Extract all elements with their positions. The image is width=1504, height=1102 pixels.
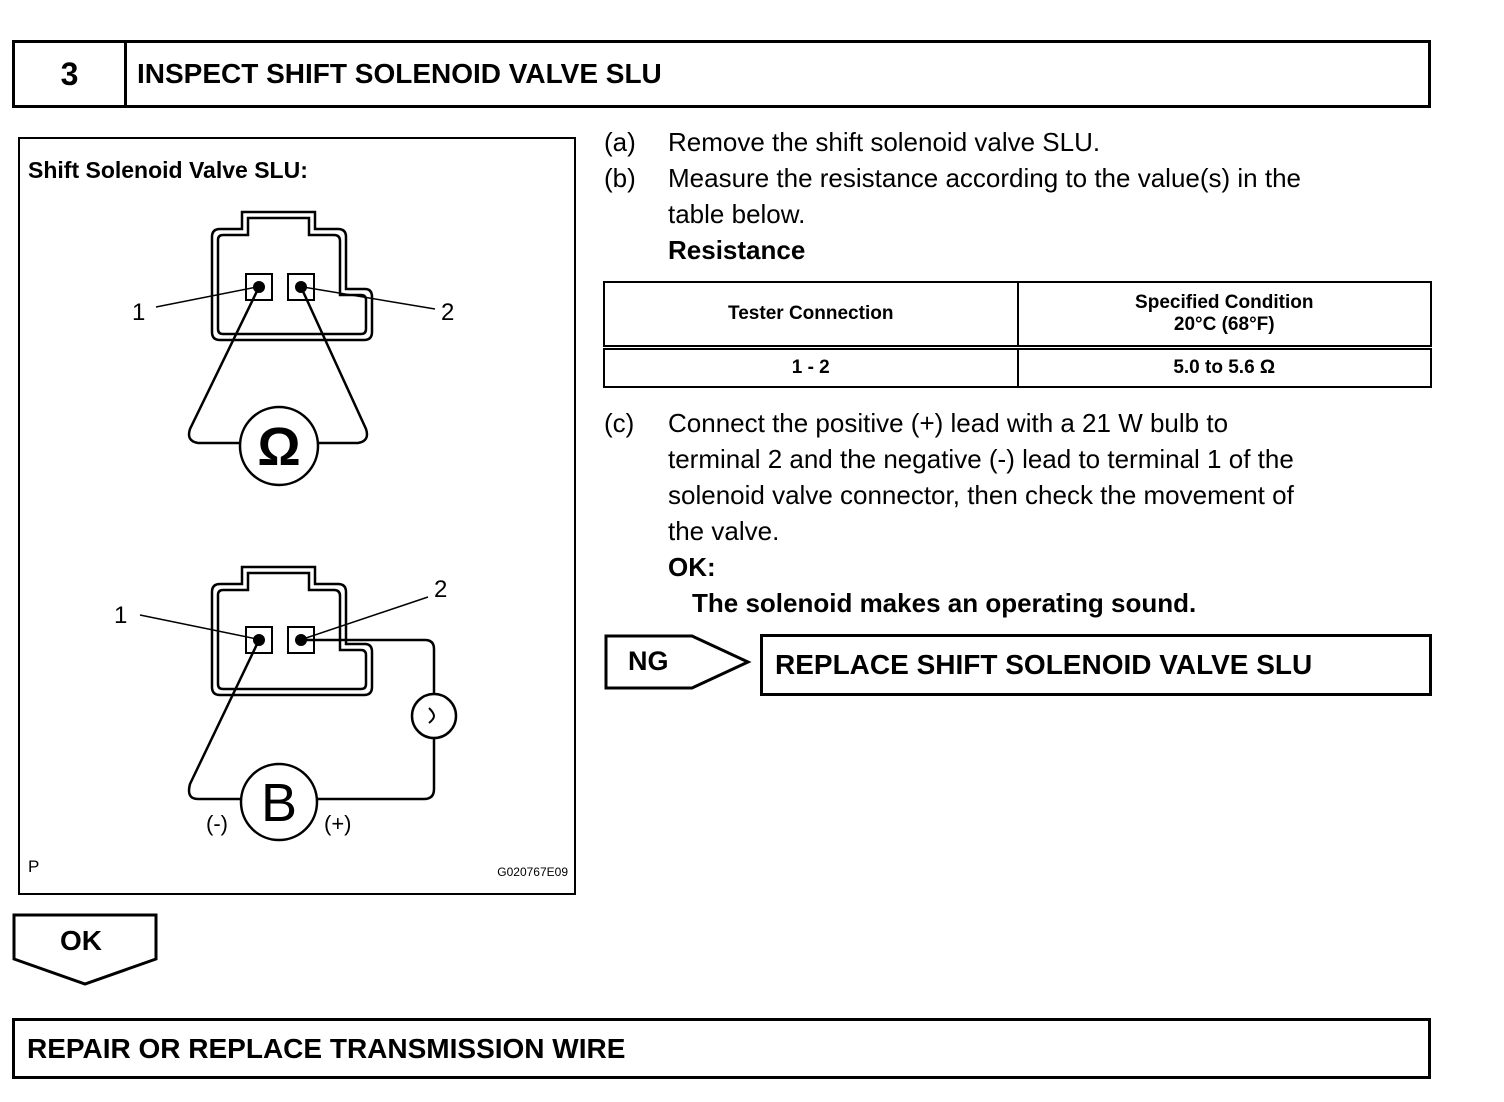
figure-code: G020767E09 [497, 865, 568, 879]
resistance-subheading: Resistance [668, 235, 806, 265]
instruction-letter: (c) [604, 408, 635, 438]
ng-action-box: REPLACE SHIFT SOLENOID VALVE SLU [760, 634, 1432, 696]
lower-lead-bulb-return [317, 738, 436, 801]
table-header-row: Tester Connection Specified Condition 20… [603, 281, 1432, 350]
instruction-letter: (b) [604, 163, 636, 193]
header-condition-line2: 20°C (68°F) [1173, 314, 1275, 335]
next-action-box: REPAIR OR REPLACE TRANSMISSION WIRE [12, 1018, 1431, 1079]
instruction-c-block: (c) Connect the positive (+) lead with a… [604, 405, 1434, 621]
bulb-filament [428, 707, 436, 724]
diagram-figure: Shift Solenoid Valve SLU: [18, 137, 576, 895]
upper-lead-left [187, 286, 261, 445]
upper-connector-inner [216, 216, 368, 336]
lower-connector-outline [210, 565, 374, 697]
ng-label: NG [628, 646, 669, 676]
upper-terminal-1 [245, 273, 273, 301]
upper-label-2: 2 [441, 299, 454, 326]
instruction-c: (c) Connect the positive (+) lead with a… [604, 405, 1434, 621]
instruction-text: Remove the shift solenoid valve SLU. [668, 127, 1101, 157]
upper-connector-outline [210, 210, 374, 342]
instruction-text: terminal 2 and the negative (-) lead to … [668, 444, 1294, 474]
header-tester-connection: Tester Connection [603, 281, 1019, 350]
instruction-text: Measure the resistance according to the … [668, 163, 1302, 193]
next-action-text: REPAIR OR REPLACE TRANSMISSION WIRE [27, 1032, 626, 1064]
upper-terminal-2 [287, 273, 315, 301]
lower-lead-positive [301, 638, 436, 694]
wiring-diagram: 1 2 Ω 1 2 B (-) (+) [114, 210, 458, 842]
ohmmeter-circle [238, 405, 320, 487]
battery-symbol: B [261, 773, 297, 833]
ng-arrow-icon [604, 634, 752, 690]
positive-label: (+) [324, 811, 352, 836]
instruction-text: solenoid valve connector, then check the… [668, 480, 1294, 510]
figure-title: Shift Solenoid Valve SLU: [28, 157, 308, 183]
instruction-text: Connect the positive (+) lead with a 21 … [668, 408, 1229, 438]
lower-label-2: 2 [434, 576, 447, 603]
lower-terminal-1 [245, 626, 273, 654]
header-specified-condition: Specified Condition 20°C (68°F) [1016, 281, 1432, 350]
ng-action-text: REPLACE SHIFT SOLENOID VALVE SLU [775, 649, 1313, 680]
negative-label: (-) [206, 811, 228, 836]
upper-lead-right [299, 286, 369, 445]
step-number: 3 [15, 43, 127, 105]
lower-label-1: 1 [114, 602, 127, 629]
figure-corner-mark: P [28, 857, 40, 876]
instructions-ab: (a) Remove the shift solenoid valve SLU.… [604, 124, 1434, 268]
ok-label: OK [60, 925, 102, 956]
instruction-text: the valve. [668, 516, 780, 546]
ohm-symbol: Ω [257, 417, 300, 477]
ok-condition-label: OK: [668, 552, 716, 582]
step-header: 3 INSPECT SHIFT SOLENOID VALVE SLU [12, 40, 1431, 108]
ok-arrow-icon [12, 913, 158, 986]
lower-lead-negative [187, 639, 261, 801]
instruction-a: (a) Remove the shift solenoid valve SLU. [604, 124, 1434, 160]
battery-circle [239, 762, 319, 842]
instruction-b: (b) Measure the resistance according to … [604, 160, 1434, 268]
cell-connection: 1 - 2 [603, 346, 1019, 388]
instruction-text: table below. [668, 199, 806, 229]
table-row: 1 - 2 5.0 to 5.6 Ω [603, 346, 1432, 388]
lower-connector-inner [216, 571, 368, 691]
header-condition-line1: Specified Condition [1135, 292, 1314, 313]
ok-condition-text: The solenoid makes an operating sound. [692, 588, 1197, 618]
upper-label-1: 1 [132, 299, 145, 326]
instruction-letter: (a) [604, 127, 636, 157]
resistance-table: Tester Connection Specified Condition 20… [603, 281, 1432, 388]
step-title: INSPECT SHIFT SOLENOID VALVE SLU [137, 58, 662, 89]
cell-condition: 5.0 to 5.6 Ω [1016, 346, 1432, 388]
